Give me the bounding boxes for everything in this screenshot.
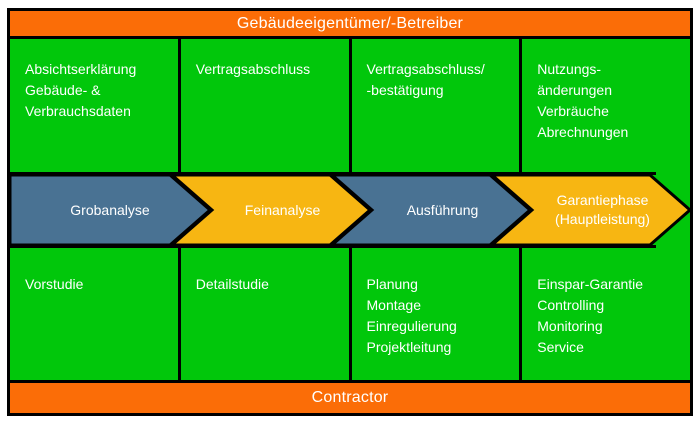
phase-arrows-graphic — [10, 172, 690, 248]
band-top-border — [10, 172, 656, 175]
phase-arrow-band: Grobanalyse Feinanalyse Ausführung Garan… — [10, 172, 690, 248]
bottom-banner: Contractor — [10, 383, 690, 413]
top-box-nutzungsaenderungen: Nutzungs- änderungen Verbräuche Abrechnu… — [522, 39, 690, 172]
top-banner: Gebäudeeigentümer/-Betreiber — [10, 11, 690, 36]
top-row: Absichtserklärung Gebäude- & Verbrauchsd… — [10, 39, 690, 172]
bottom-box-einspargarantie: Einspar-Garantie Controlling Monitoring … — [522, 248, 690, 380]
process-diagram-frame: Gebäudeeigentümer/-Betreiber Absichtserk… — [7, 8, 693, 416]
top-box-absichtserklaerung: Absichtserklärung Gebäude- & Verbrauchsd… — [10, 39, 178, 172]
bottom-box-vorstudie: Vorstudie — [10, 248, 178, 380]
bottom-row: Vorstudie Detailstudie Planung Montage E… — [10, 248, 690, 380]
top-box-vertragsbestaetigung: Vertragsabschluss/ -bestätigung — [351, 39, 520, 172]
bottom-box-planung: Planung Montage Einregulierung Projektle… — [351, 248, 520, 380]
phase-arrow-garantiephase — [488, 173, 690, 247]
phase-arrow-grobanalyse — [10, 173, 213, 247]
bottom-box-detailstudie: Detailstudie — [180, 248, 349, 380]
top-box-vertragsabschluss: Vertragsabschluss — [180, 39, 349, 172]
